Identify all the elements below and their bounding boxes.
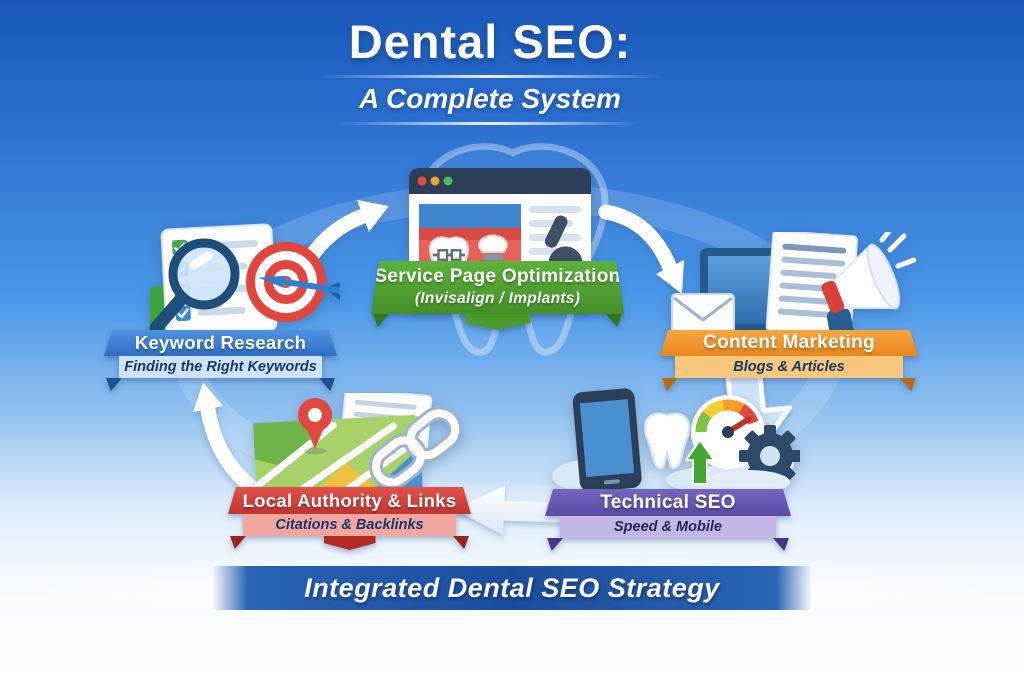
page-subtitle: A Complete System [359, 83, 621, 114]
footer-strategy-label: Integrated Dental SEO Strategy [304, 572, 720, 603]
service-page-banner: Service Page Optimization (Invisalign / … [371, 261, 624, 330]
magnifier-icon [149, 238, 240, 335]
gear-icon [739, 425, 800, 487]
service-page-sublabel: (Invisalign / Implants) [414, 290, 581, 307]
page-title: Dental SEO: [348, 15, 632, 68]
title-block: Dental SEO: A Complete System [240, 14, 740, 130]
chain-links-icon [368, 406, 463, 490]
service-page-band: Service Page Optimization (Invisalign / … [371, 261, 624, 314]
technical-seo-illustration [552, 388, 800, 494]
technical-seo-sublabel: Speed & Mobile [560, 516, 776, 538]
keyword-research-label: Keyword Research [104, 330, 337, 356]
tooth-icon [643, 412, 691, 470]
smartphone-icon [572, 388, 642, 492]
keyword-research-sublabel: Finding the Right Keywords [119, 356, 322, 378]
local-authority-illustration [253, 393, 463, 504]
curved-arrow-down-right [598, 204, 684, 294]
block-arrow-left [454, 485, 575, 536]
cloud-front-puff [706, 470, 790, 494]
sound-lines-icon [879, 232, 916, 269]
local-authority-label: Local Authority & Links [228, 487, 471, 514]
ribbon-tail [464, 314, 531, 330]
subtitle-divider [340, 122, 640, 125]
ribbon-tail [323, 536, 376, 550]
footer-strategy-banner: Integrated Dental SEO Strategy [212, 566, 812, 610]
technical-seo-label: Technical SEO [545, 489, 791, 516]
keyword-research-illustration [149, 223, 340, 337]
up-arrow-icon [685, 439, 715, 485]
local-authority-sublabel: Citations & Backlinks [243, 514, 456, 536]
content-marketing-sublabel: Blogs & Articles [675, 356, 903, 378]
content-marketing-illustration [671, 232, 916, 344]
content-marketing-label: Content Marketing [660, 330, 918, 356]
local-authority-banner: Local Authority & Links Citations & Back… [228, 487, 471, 550]
technical-seo-banner: Technical SEO Speed & Mobile [545, 489, 791, 551]
location-pin-icon [298, 398, 332, 455]
title-divider [317, 75, 663, 78]
keyword-research-banner: Keyword Research Finding the Right Keywo… [104, 330, 337, 391]
content-marketing-banner: Content Marketing Blogs & Articles [660, 330, 918, 391]
service-page-label: Service Page Optimization [374, 266, 621, 287]
target-dart-icon [246, 242, 340, 322]
